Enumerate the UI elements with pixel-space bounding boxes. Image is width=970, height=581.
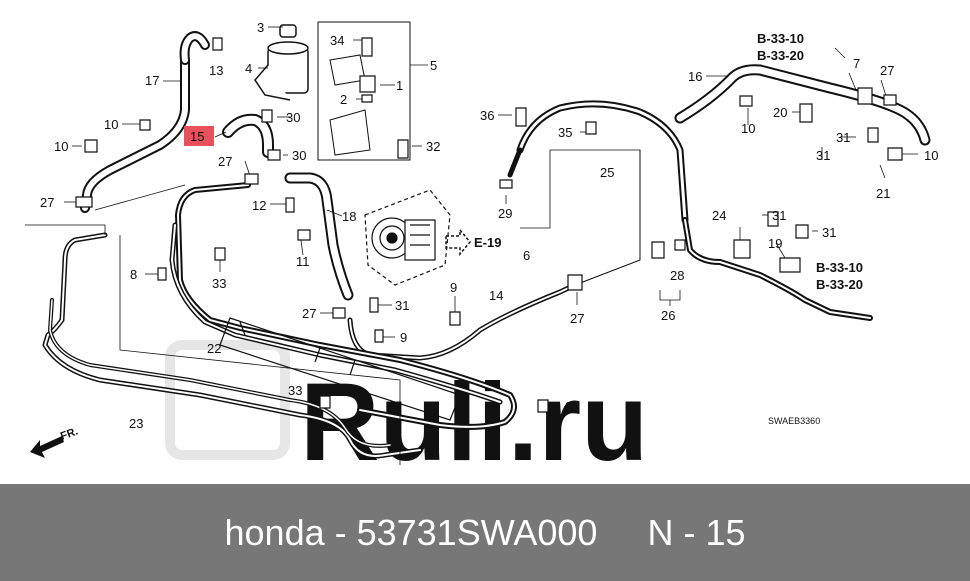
part-label: 10 [104, 117, 118, 132]
watermark: Ruli.ru [165, 340, 648, 484]
part-label: 10 [924, 148, 938, 163]
part-label: 35 [558, 125, 572, 140]
part-label: 2 [340, 92, 347, 107]
ref-label: B-33-10 [816, 260, 863, 275]
part-label: 36 [480, 108, 494, 123]
part-label: 22 [207, 341, 221, 356]
part-label: 1 [396, 78, 403, 93]
steering-rack [219, 317, 461, 421]
part-label: 29 [498, 206, 512, 221]
footer-caption: honda - 53731SWA000 N - 15 [0, 484, 970, 581]
diagram-code: SWAEB3360 [768, 416, 820, 426]
part-label: 17 [145, 73, 159, 88]
part-label: 27 [880, 63, 894, 78]
part-label: 6 [523, 248, 530, 263]
part-label: 31 [395, 298, 409, 313]
part-label: 30 [292, 148, 306, 163]
part-label: 24 [712, 208, 726, 223]
hoses-and-pipes [42, 31, 931, 459]
part-label: 16 [688, 69, 702, 84]
part-label: 33 [288, 383, 302, 398]
part-label: 31 [816, 148, 830, 163]
part-labels: 3 4 13 17 10 10 27 30 27 30 12 18 11 33 … [40, 20, 938, 431]
part-label: 34 [330, 33, 344, 48]
part-label: 13 [209, 63, 223, 78]
part-label: 5 [430, 58, 437, 73]
part-label: 20 [773, 105, 787, 120]
svg-text:FR.: FR. [59, 425, 80, 442]
part-label: 9 [400, 330, 407, 345]
part-label: 4 [245, 61, 252, 76]
power-steering-pump [364, 189, 451, 286]
part-label: 27 [218, 154, 232, 169]
highlighted-part-box [184, 126, 214, 146]
fr-arrow-icon: FR. [30, 425, 80, 458]
part-label: 7 [853, 56, 860, 71]
part-label: 27 [570, 311, 584, 326]
part-label: 21 [876, 186, 890, 201]
part-label: 31 [772, 208, 786, 223]
part-label: 27 [40, 195, 54, 210]
part-label: 23 [129, 416, 143, 431]
part-label: 33 [212, 276, 226, 291]
leader-lines [25, 26, 918, 465]
arrows [445, 227, 471, 257]
part-label: 10 [54, 139, 68, 154]
part-label: 31 [836, 130, 850, 145]
part-label: 32 [426, 139, 440, 154]
power-steering-diagram: Ruli.ru [25, 20, 938, 484]
footer-text: honda - 53731SWA000 N - 15 [224, 511, 746, 553]
part-label: 28 [670, 268, 684, 283]
part-label: 14 [489, 288, 503, 303]
ref-label: B-33-20 [757, 48, 804, 63]
part-label: 10 [741, 121, 755, 136]
part-label: 8 [130, 267, 137, 282]
part-label: 18 [342, 209, 356, 224]
part-label: 8 [565, 399, 572, 414]
part-label: 26 [661, 308, 675, 323]
reservoir [254, 24, 309, 101]
part-label: 25 [600, 165, 614, 180]
part-label: 3 [257, 20, 264, 35]
reference-labels: B-33-10 B-33-20 B-33-10 B-33-20 E-19 [474, 31, 863, 292]
part-label: 27 [302, 306, 316, 321]
part-label-15: 15 [190, 129, 204, 144]
ref-label: E-19 [474, 235, 501, 250]
part-label: 31 [822, 225, 836, 240]
part-label: 19 [768, 236, 782, 251]
part-label: 11 [296, 254, 310, 269]
ref-label: B-33-20 [816, 277, 863, 292]
fasteners [75, 37, 903, 413]
part-label: 9 [450, 280, 457, 295]
ref-label: B-33-10 [757, 31, 804, 46]
part-label: 30 [286, 110, 300, 125]
part-label: 12 [252, 198, 266, 213]
